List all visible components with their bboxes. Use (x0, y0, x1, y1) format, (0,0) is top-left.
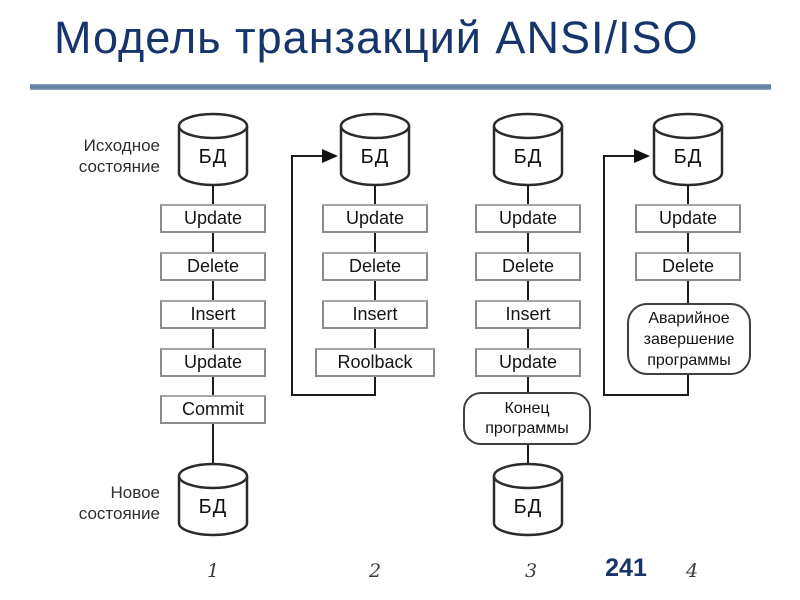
db-cylinder-top-3: БД (491, 112, 565, 188)
title-underline (30, 84, 771, 90)
col4-box-delete: Delete (635, 252, 741, 281)
col2-box-roolback: Roolback (315, 348, 435, 377)
loop-arrow-line (605, 155, 636, 157)
new-state-line2: состояние (78, 504, 160, 523)
connector-line (212, 424, 214, 466)
db-cylinder-shape (339, 112, 411, 187)
connector-line (527, 377, 529, 392)
arrowhead-icon (322, 149, 338, 163)
db-cylinder-shape (492, 112, 564, 187)
connector-line (374, 377, 376, 396)
connector-line (687, 375, 689, 396)
col4-terminator-abort-program: Аварийное завершение программы (627, 303, 751, 375)
connector-line (212, 329, 214, 348)
db-cylinder-shape (177, 112, 249, 187)
db-label: БД (198, 496, 228, 518)
initial-state-label: Исходное состояние (38, 135, 160, 177)
col2-box-delete: Delete (322, 252, 428, 281)
column-number-3: 3 (524, 560, 538, 582)
connector-line (527, 329, 529, 348)
col3-box-update2: Update (475, 348, 581, 377)
connector-line (527, 281, 529, 300)
connector-line (374, 186, 376, 204)
loop-line (291, 155, 293, 396)
db-cylinder-shape (492, 462, 564, 537)
col3-terminator-end-of-program: Конец программы (463, 392, 591, 445)
db-label: БД (360, 146, 390, 168)
connector-line (374, 329, 376, 348)
loop-arrow-line (293, 155, 324, 157)
col2-box-update: Update (322, 204, 428, 233)
loop-line (603, 394, 688, 396)
col1-box-commit: Commit (160, 395, 266, 424)
db-label: БД (673, 146, 703, 168)
terminator-line2: программы (485, 419, 569, 437)
loop-line (291, 394, 375, 396)
connector-line (687, 233, 689, 252)
db-label: БД (513, 146, 543, 168)
terminator-line3: программы (647, 351, 731, 369)
db-label: БД (513, 496, 543, 518)
connector-line (527, 233, 529, 252)
connector-line (527, 445, 529, 466)
slide-title: Модель транзакций ANSI/ISO (54, 12, 699, 63)
terminator-line1: Конец (504, 399, 550, 417)
arrowhead-icon (634, 149, 650, 163)
col3-box-delete: Delete (475, 252, 581, 281)
db-label: БД (198, 146, 228, 168)
col2-box-insert: Insert (322, 300, 428, 329)
connector-line (527, 186, 529, 204)
db-cylinder-shape (652, 112, 724, 187)
db-cylinder-shape (177, 462, 249, 537)
page-number: 241 (605, 554, 647, 582)
new-state-line1: Новое (110, 483, 160, 502)
initial-state-line2: состояние (78, 157, 160, 176)
db-cylinder-bottom-3: БД (491, 462, 565, 538)
connector-line (212, 233, 214, 252)
connector-line (212, 377, 214, 395)
connector-line (212, 281, 214, 300)
column-number-4: 4 (685, 560, 699, 582)
col3-box-insert: Insert (475, 300, 581, 329)
db-cylinder-top-4: БД (651, 112, 725, 188)
db-cylinder-bottom-1: БД (176, 462, 250, 538)
col1-box-update2: Update (160, 348, 266, 377)
new-state-label: Новое состояние (38, 482, 160, 524)
db-cylinder-top-2: БД (338, 112, 412, 188)
col1-box-insert: Insert (160, 300, 266, 329)
col1-box-delete: Delete (160, 252, 266, 281)
connector-line (687, 186, 689, 204)
terminator-line2: завершение (643, 330, 735, 348)
loop-line (603, 155, 605, 396)
col4-box-update: Update (635, 204, 741, 233)
connector-line (212, 186, 214, 204)
initial-state-line1: Исходное (83, 136, 160, 155)
column-number-1: 1 (206, 560, 220, 582)
connector-line (374, 233, 376, 252)
connector-line (687, 281, 689, 303)
column-number-2: 2 (368, 560, 382, 582)
db-cylinder-top-1: БД (176, 112, 250, 188)
terminator-line1: Аварийное (648, 309, 730, 327)
col3-box-update1: Update (475, 204, 581, 233)
connector-line (374, 281, 376, 300)
col1-box-update1: Update (160, 204, 266, 233)
